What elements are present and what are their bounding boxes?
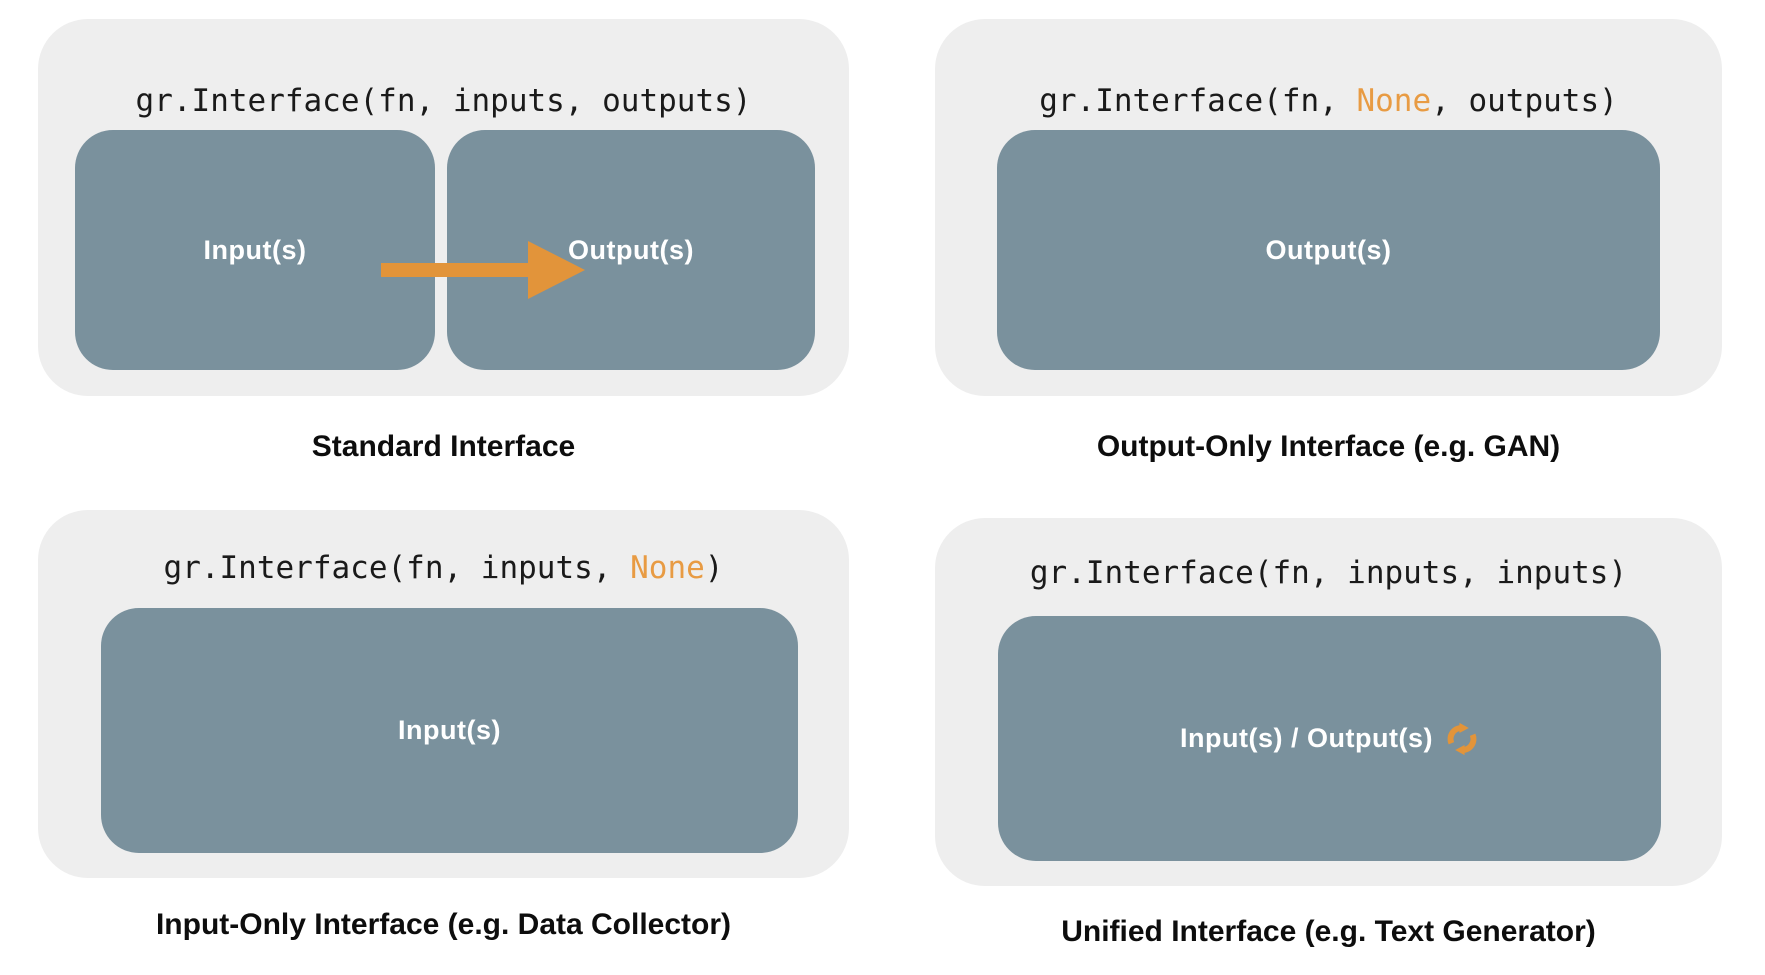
inputs-box: Input(s) bbox=[75, 130, 435, 370]
caption-standard-interface: Standard Interface bbox=[311, 430, 576, 463]
caption-input-only-interface: Input-Only Interface (e.g. Data Collecto… bbox=[155, 908, 732, 941]
inputs-box-label: Input(s) bbox=[203, 234, 307, 265]
inputs-box-label: Input(s) bbox=[398, 715, 501, 745]
code-line-unified: gr.Interface(fn, inputs, inputs) bbox=[935, 551, 1722, 595]
caption-output-only-interface: Output-Only Interface (e.g. GAN) bbox=[1096, 430, 1561, 463]
caption-unified-interface: Unified Interface (e.g. Text Generator) bbox=[1061, 915, 1596, 948]
code-line-input-only: gr.Interface(fn, inputs, None) bbox=[38, 546, 849, 590]
code-line-output-only: gr.Interface(fn, None, outputs) bbox=[935, 79, 1722, 123]
refresh-cycle-icon bbox=[1447, 722, 1477, 755]
code-segment: gr.Interface(fn, inputs, outputs) bbox=[135, 83, 752, 119]
outputs-box: Output(s) bbox=[447, 130, 815, 370]
panel-output-only-interface: gr.Interface(fn, None, outputs) Output(s… bbox=[935, 19, 1722, 396]
inputs-outputs-box-label: Input(s) / Output(s) bbox=[1180, 723, 1433, 753]
code-highlight-none: None bbox=[1356, 83, 1432, 119]
code-segment: gr.Interface(fn, inputs, inputs) bbox=[1029, 555, 1628, 591]
code-segment: ) bbox=[704, 550, 724, 586]
panel-unified-interface: gr.Interface(fn, inputs, inputs) Input(s… bbox=[935, 518, 1722, 886]
code-segment: gr.Interface(fn, bbox=[1039, 83, 1357, 119]
inputs-outputs-box: Input(s) / Output(s) bbox=[998, 616, 1661, 861]
outputs-box: Output(s) bbox=[997, 130, 1660, 370]
panel-standard-interface: gr.Interface(fn, inputs, outputs) Input(… bbox=[38, 19, 849, 396]
code-segment: , outputs) bbox=[1431, 83, 1618, 119]
outputs-box-label: Output(s) bbox=[568, 234, 694, 265]
inputs-box: Input(s) bbox=[101, 608, 798, 853]
outputs-box-label: Output(s) bbox=[1265, 234, 1392, 265]
code-segment: gr.Interface(fn, inputs, bbox=[163, 550, 631, 586]
panel-input-only-interface: gr.Interface(fn, inputs, None) Input(s) bbox=[38, 510, 849, 878]
code-line-standard: gr.Interface(fn, inputs, outputs) bbox=[38, 79, 849, 123]
code-highlight-none: None bbox=[630, 550, 705, 586]
